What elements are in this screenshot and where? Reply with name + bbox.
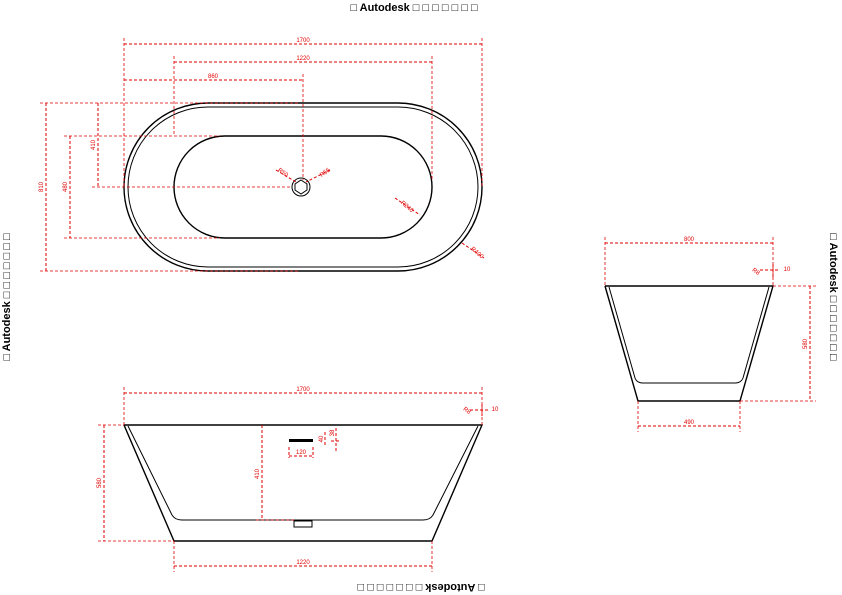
label-drain-offset: 860 [208,74,219,80]
label-side-rim-offset: 10 [784,267,791,273]
label-overall-length: 1700 [296,38,310,44]
label-overflow-dim: 38 [330,429,336,436]
watermark-right: □ Autodesk □ □ □ □ □ □ □ [827,233,839,361]
drain-icon [291,177,311,197]
front-inner-basin [127,425,479,521]
leader-line [275,169,297,183]
label-overflow-height: 40 [319,435,325,442]
label-outer-radius: R400 [469,246,484,260]
front-drain [293,520,313,528]
front-view: 1700 R8 10 580 410 120 40 38 1220 [97,387,499,572]
label-side-overall-width: 800 [684,237,695,243]
leader-line [305,169,331,183]
top-view: 1700 1220 860 810 480 410 R50 R55 R240 [39,38,485,272]
label-front-rim-radius: R8 [462,407,472,417]
side-outer-body [604,285,774,402]
label-inner-length: 1220 [296,56,310,62]
label-front-bottom-length: 1220 [296,560,310,566]
overflow-slot [289,439,313,442]
watermark-top: □ Autodesk □ □ □ □ □ □ □ [350,2,478,14]
label-front-overall-length: 1700 [296,387,310,393]
drain-plug [294,179,308,195]
leader-line [394,197,421,216]
side-view: 800 R8 10 580 490 [604,237,816,432]
label-front-height: 580 [97,477,103,488]
side-inner-basin [608,286,770,384]
label-overflow-width: 120 [296,450,307,456]
label-side-rim-radius: R8 [751,268,761,278]
label-side-height: 580 [803,338,809,349]
label-front-depth: 410 [255,468,261,479]
label-front-rim-offset: 10 [492,407,499,413]
watermark-bottom: □ Autodesk □ □ □ □ □ □ □ [357,581,485,593]
label-drain-dia-a: R50 [276,168,289,180]
label-side-bottom-width: 490 [684,420,695,426]
label-drain-dia-b: R55 [319,167,332,179]
watermark-left: □ Autodesk □ □ □ □ □ □ □ [1,233,13,361]
label-overall-width: 810 [39,181,45,192]
label-drain-width-offset: 410 [91,139,97,150]
label-inner-radius: R240 [399,200,414,214]
label-inner-width: 480 [63,181,69,192]
leader-line [461,242,485,259]
front-outer-body [123,424,484,542]
